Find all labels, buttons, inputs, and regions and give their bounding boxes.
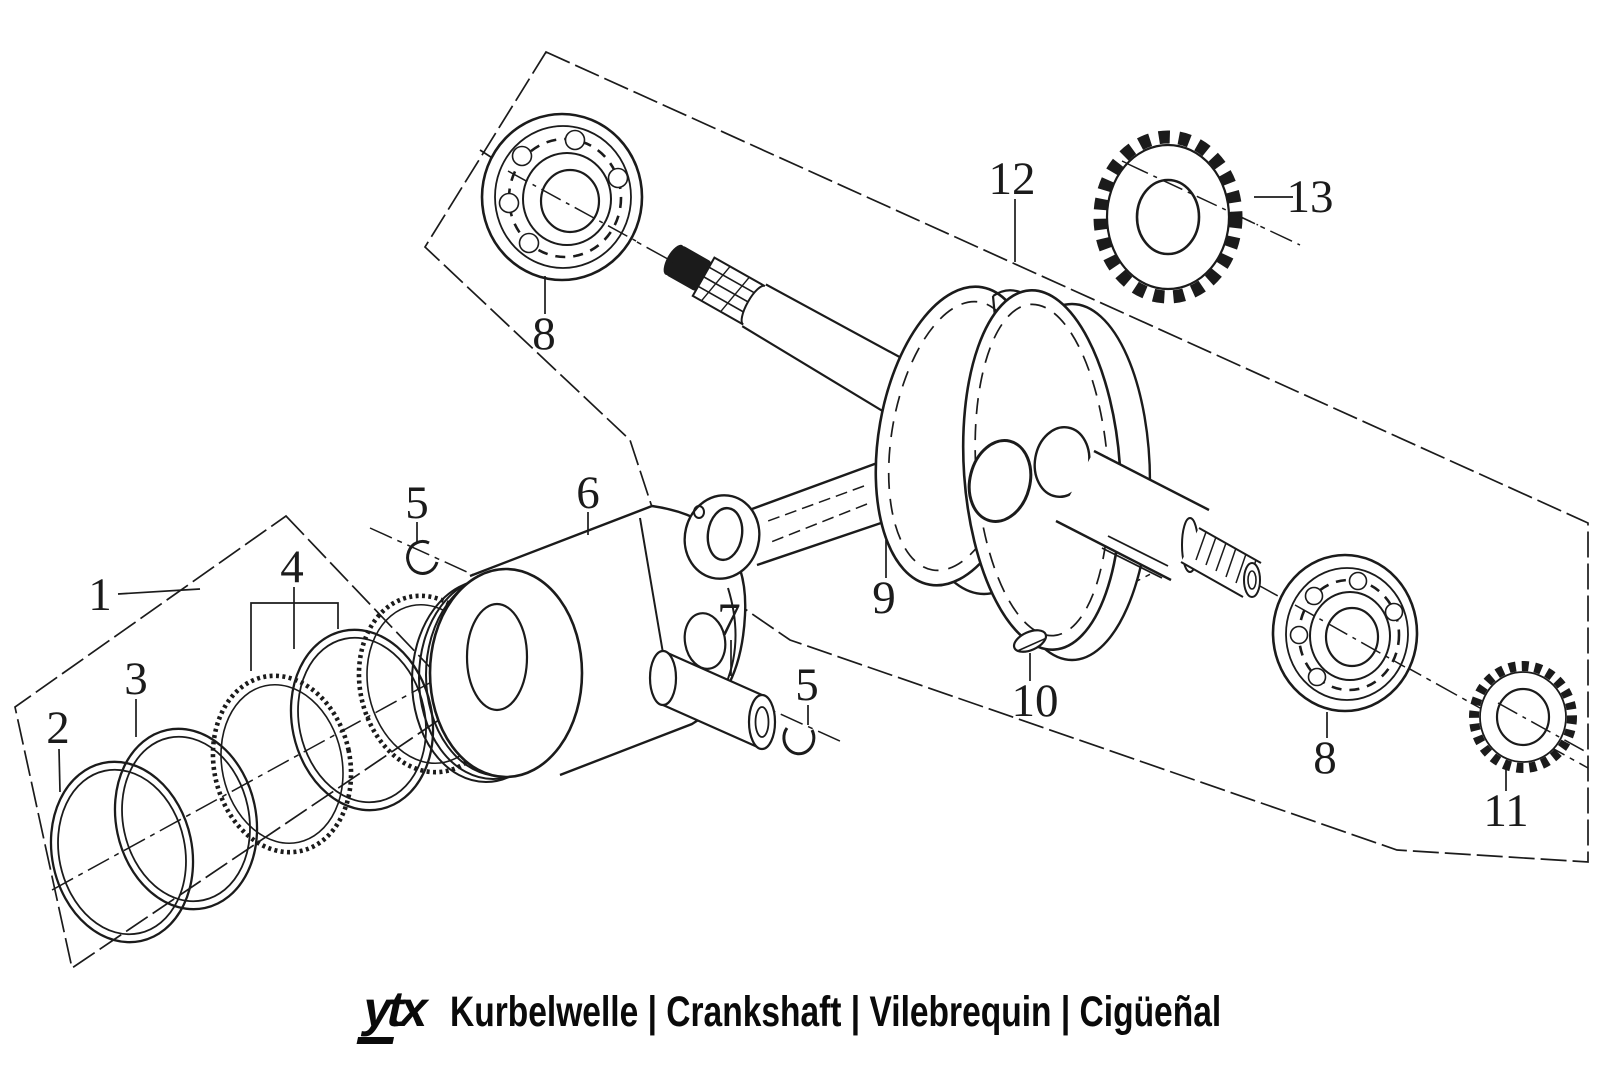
oil-ring-rail-left [210, 673, 354, 855]
leader-1 [117, 588, 201, 595]
pin-left-end [648, 649, 678, 707]
rod-small-end-bore [706, 506, 744, 562]
connecting-rod [683, 460, 885, 580]
rod-oil-hole [693, 505, 705, 519]
part-label-13: 13 [1287, 171, 1334, 223]
piston-pin [648, 649, 777, 751]
part-label-1: 1 [88, 569, 112, 621]
part-label-12: 12 [989, 153, 1036, 205]
gear-bore [1135, 178, 1201, 256]
piston-ring-top [49, 760, 195, 944]
part-label-6: 6 [576, 467, 600, 519]
part-label-8-left: 8 [532, 308, 556, 360]
shaft-tip-end [1243, 562, 1261, 598]
part-label-9: 9 [872, 572, 896, 624]
part-label-5-right: 5 [795, 659, 819, 711]
bearing-axis-overlay [1294, 604, 1406, 668]
web-balance-hole [967, 439, 1033, 523]
keyway-slot-edge-1 [1107, 535, 1169, 567]
crank-web-right [961, 289, 1152, 662]
piston-ring-second [113, 727, 259, 911]
crankshaft-group-boundary [423, 50, 1589, 863]
ball-bearing-right [1271, 553, 1419, 713]
ball-bearing-left [480, 112, 644, 282]
part-label-7: 7 [717, 594, 741, 646]
crank-left-shaft [663, 244, 919, 417]
piston-crown-recess [465, 602, 529, 712]
caption-text: Kurbelwelle | Crankshaft | Vilebrequin |… [450, 988, 1222, 1036]
piston-pin-bore [683, 612, 727, 670]
sprocket-axis-overlay [1497, 702, 1589, 754]
bearing-bore [539, 168, 601, 234]
footer-caption-bar: ytx Kurbelwelle | Crankshaft | Vilebrequ… [356, 981, 1439, 1044]
piston-pin-circlip-right [782, 727, 816, 756]
part-label-10: 10 [1012, 675, 1059, 727]
shaft-tip-hole [1247, 570, 1257, 590]
part-label-5-left: 5 [405, 477, 429, 529]
part-label-11: 11 [1483, 785, 1528, 837]
piston-crown-face [428, 567, 584, 779]
rod-beam-mask [752, 462, 884, 565]
bearing-axis-overlay [507, 170, 637, 242]
oil-ring-spacer [289, 628, 435, 812]
bracket-4 [250, 602, 339, 671]
callout-labels: 1 2 3 4 5 5 6 7 8 8 9 10 11 12 13 [46, 153, 1528, 837]
chain-sprocket [1469, 661, 1589, 773]
pin-body-mask [663, 651, 762, 749]
crank-right-shaft [1055, 449, 1262, 598]
knurled-thread-tip [666, 246, 711, 291]
gear-axis-overlay [1127, 163, 1259, 226]
part-label-3: 3 [124, 653, 148, 705]
pin-bore-hole [754, 706, 770, 738]
bearing-bore [1324, 606, 1380, 668]
part-label-2: 2 [46, 702, 70, 754]
leader-2 [58, 748, 61, 793]
piston-pin-circlip-left [406, 539, 439, 575]
keyway-slot-edge-2 [1101, 547, 1163, 579]
woodruff-key [1012, 629, 1048, 653]
part-label-4: 4 [280, 541, 304, 593]
pin-right-end [747, 693, 777, 751]
pin-boss-arc [725, 587, 737, 685]
ring-set-boundary [14, 514, 466, 970]
timing-gear [1093, 130, 1259, 304]
callout-leader-lines [58, 196, 1507, 793]
gear-teeth [1093, 130, 1243, 304]
piston-ring-set [49, 593, 500, 944]
sprocket-teeth [1469, 661, 1577, 773]
brand-logo: ytx [356, 981, 430, 1044]
part-label-8-right: 8 [1313, 732, 1337, 784]
